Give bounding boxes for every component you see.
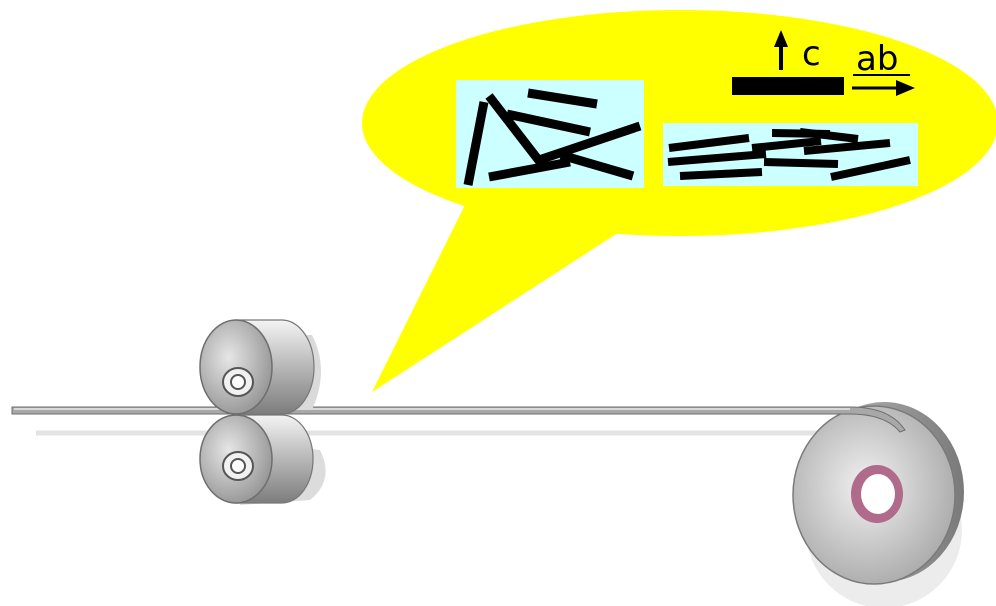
random-orientation-panel — [456, 80, 644, 188]
output-coil — [792, 402, 964, 606]
aligned-orientation-panel — [663, 123, 918, 186]
crystallite — [559, 150, 635, 181]
upper-roller — [199, 319, 321, 415]
roller-end-face — [199, 319, 273, 415]
lower-roller — [199, 414, 326, 505]
crystallite — [751, 137, 822, 152]
crystallite — [667, 150, 767, 166]
crystallite — [488, 157, 571, 182]
c-axis-arrowhead — [774, 30, 788, 47]
crystallite — [506, 109, 591, 137]
crystallite — [803, 139, 891, 155]
crystallite — [668, 134, 750, 152]
crystallite-reference — [732, 77, 844, 95]
roller-axle-inner — [230, 374, 246, 390]
crystallite — [485, 93, 544, 165]
crystallite-platelets-aligned — [667, 128, 911, 181]
coil-core-hole — [861, 474, 895, 514]
ab-axis-arrowhead — [896, 80, 915, 96]
bubble-tail — [372, 195, 630, 392]
crystallite-platelets-random — [463, 88, 642, 186]
crystallite — [534, 121, 642, 166]
strip-body — [11, 406, 906, 433]
crystallite — [463, 101, 489, 186]
crystallite — [679, 168, 763, 180]
crystallite — [527, 88, 598, 109]
c-axis-label: c — [802, 34, 821, 74]
speech-bubble — [362, 10, 996, 392]
crystallite — [763, 158, 839, 168]
axis-legend: c ab — [732, 30, 915, 96]
crystallite — [830, 156, 911, 181]
ab-axis-label: ab — [856, 39, 898, 79]
roller-axle-inner — [230, 458, 246, 474]
crystallite — [799, 128, 859, 143]
metal-strip — [11, 406, 906, 433]
